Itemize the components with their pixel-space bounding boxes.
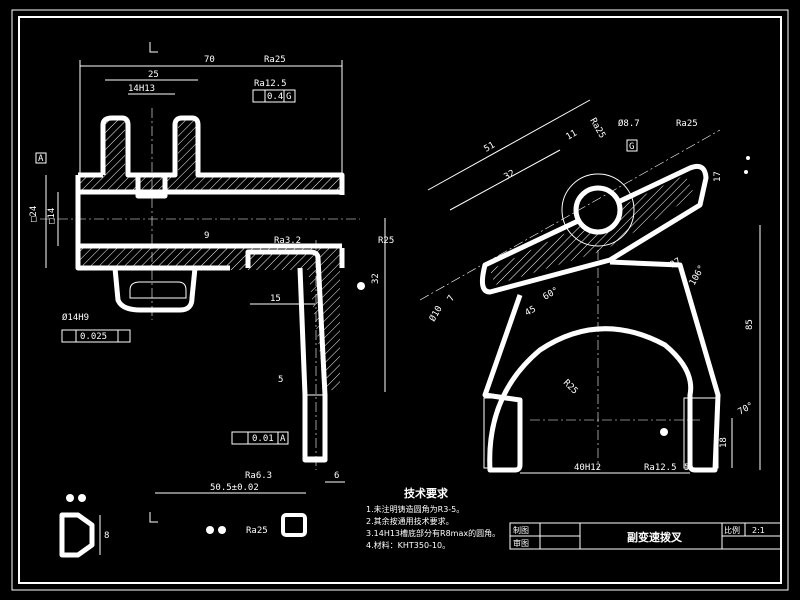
rough-ra12-5-right: Ra12.5: [644, 463, 677, 473]
dim-14h13: 14H13: [128, 84, 155, 94]
rough-ra25-top: Ra25: [264, 55, 286, 65]
rough-ra6-3: Ra6.3: [245, 471, 272, 481]
rough-ra25-bottom: Ra25: [246, 526, 268, 536]
tech-req-title: 技术要求: [404, 486, 449, 500]
dim-18: 18: [719, 437, 729, 448]
angle-106: 106°: [688, 264, 708, 288]
dim-85: 85: [745, 319, 755, 330]
dim-9: 9: [204, 231, 209, 241]
rough-ra25-right: Ra25: [676, 119, 698, 129]
dim-32: 32: [371, 273, 381, 284]
tech-requirements: 技术要求 1.未注明铸造圆角为R3-5。 2.其余按通用技术要求。 3.14H1…: [366, 486, 500, 550]
parallel-datum: A: [280, 434, 286, 444]
scale-value: 2:1: [752, 526, 765, 535]
dim-14: □14: [47, 208, 57, 224]
tech-req-item-3: 3.14H13槽底部分有R8max的圆角。: [366, 528, 500, 538]
part-name: 副变速拨叉: [627, 530, 683, 544]
designer-label: 制图: [513, 525, 529, 535]
outer-border: [11, 9, 789, 591]
right-view: 51 11 32 17 27 106° 60° 45 Ø10 7 R25 R25…: [357, 99, 761, 474]
rough-ra25-arm: Ra25: [587, 117, 607, 141]
rough-ra12-5: Ra12.5: [254, 79, 287, 89]
tech-req-item-1: 1.未注明铸造圆角为R3-5。: [366, 504, 464, 514]
left-view: 70 25 14H13 □24 □14 A 15 32 50.5±0.02 6 …: [29, 42, 386, 536]
dim-40h12: 40H12: [574, 463, 601, 473]
flatness-datum: G: [286, 92, 291, 102]
dim-51: 51: [483, 141, 497, 155]
dim-5-right: 5: [684, 463, 689, 473]
dim-8-7: Ø8.7: [618, 118, 640, 129]
parallel-tol: 0.01: [252, 434, 274, 444]
scale-label: 比例: [724, 525, 740, 535]
dim-17: 17: [713, 171, 723, 182]
inner-border: [18, 16, 782, 584]
squareness-tol: 0.025: [80, 332, 107, 342]
dim-11: 11: [565, 129, 579, 143]
dim-27: 27: [669, 257, 683, 271]
dim-50: 50.5±0.02: [210, 483, 259, 493]
radius-25b: R25: [378, 236, 394, 246]
flatness-tol: 0.4: [267, 92, 283, 102]
title-block: 制图 审图 副变速拨叉 比例 2:1: [509, 522, 782, 550]
dim-6: 6: [334, 471, 339, 481]
dim-45: 45: [524, 305, 538, 319]
dim-8: 8: [104, 531, 109, 541]
dim-14h9: Ø14H9: [62, 312, 89, 323]
dim-10: Ø10: [427, 304, 445, 324]
datum-a: A: [38, 154, 44, 164]
dim-24: □24: [29, 206, 39, 222]
datum-g: G: [629, 142, 634, 152]
angle-70: 70°: [737, 401, 756, 418]
dim-25: 25: [148, 70, 159, 80]
radius-25: R25: [561, 378, 580, 397]
angle-60: 60°: [542, 286, 561, 303]
dim-5: 5: [278, 375, 283, 385]
reviewer-label: 审图: [513, 538, 529, 548]
detail-sketch: 8: [59, 494, 307, 558]
dim-15: 15: [270, 294, 281, 304]
dim-70: 70: [204, 55, 215, 65]
tech-req-item-2: 2.其余按通用技术要求。: [366, 516, 454, 526]
tech-req-item-4: 4.材料：KHT350-10。: [366, 540, 450, 550]
dim-32-right: 32: [503, 169, 517, 183]
rough-ra3-2: Ra3.2: [274, 236, 301, 246]
dim-7: 7: [446, 294, 457, 304]
